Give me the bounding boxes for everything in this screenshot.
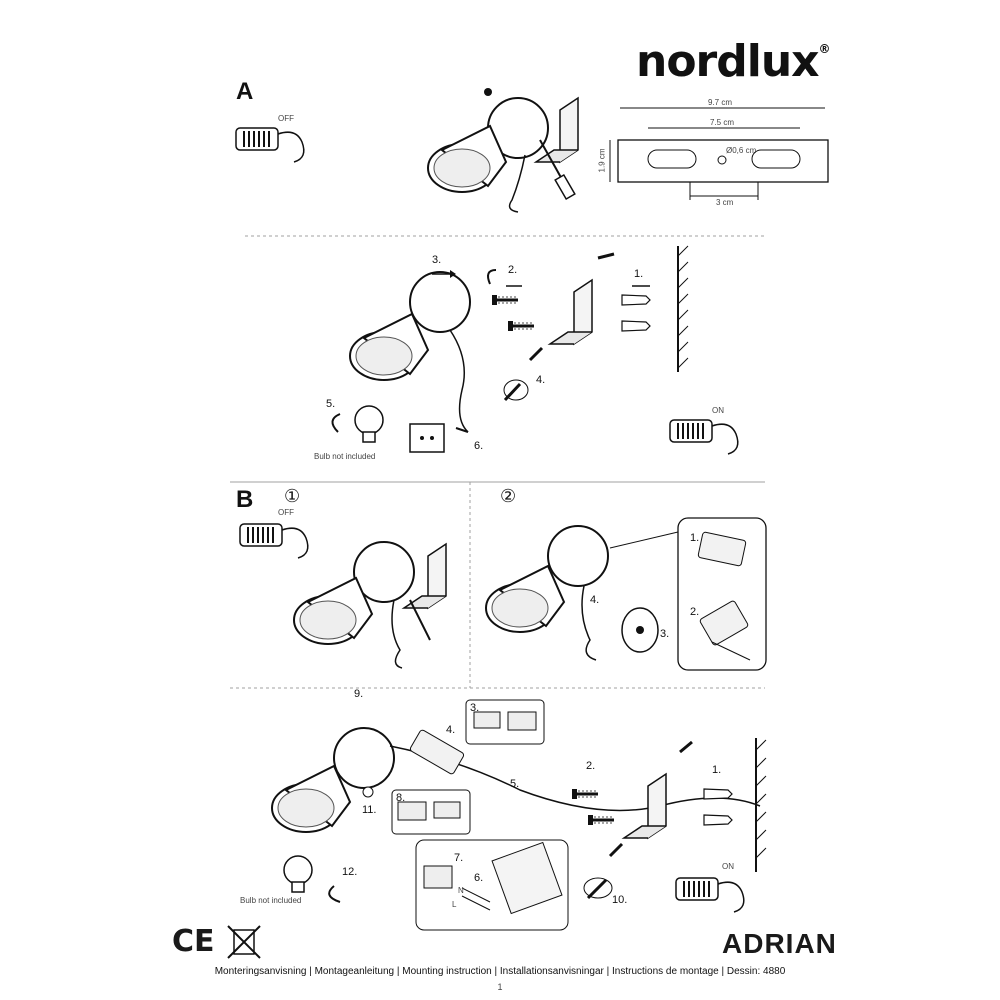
a-lamp	[427, 88, 549, 213]
dim-center: 3 cm	[716, 198, 734, 207]
a-step-2: 2.	[508, 264, 518, 276]
a-step-3: 3.	[432, 254, 442, 266]
dim-total-width: 9.7 cm	[708, 98, 733, 107]
dim-slot-span: 7.5 cm	[710, 118, 735, 127]
b-step-2: 2.	[586, 760, 596, 772]
b-step-8: 8.	[396, 792, 406, 804]
registered-mark: ®	[818, 42, 831, 56]
b1-switch-off	[239, 523, 309, 559]
b-wall	[755, 738, 767, 872]
b-bracket-mount	[623, 773, 667, 839]
b-step-7: 7.	[454, 852, 464, 864]
a-on-label: ON	[712, 406, 724, 415]
section-b-label: B	[236, 486, 254, 513]
a-bracket-mount	[549, 279, 593, 345]
product-name: ADRIAN	[722, 928, 837, 959]
a-dowels	[621, 294, 651, 332]
b-detail-3	[465, 699, 545, 745]
footer-languages: Monteringsanvisning | Montageanleitung |…	[214, 966, 786, 977]
b1-screwdriver	[409, 599, 431, 641]
b-step-6: 6.	[474, 872, 484, 884]
a-arrows	[432, 269, 650, 287]
b-detail-8	[391, 789, 471, 835]
b-on-label: ON	[722, 862, 734, 871]
a-wall	[677, 245, 689, 372]
b-screws	[570, 740, 693, 858]
b-off-label: OFF	[278, 508, 294, 517]
a-step-6: 6.	[474, 440, 484, 452]
a-step-5: 5.	[326, 398, 336, 410]
a-bulb	[331, 405, 384, 443]
a-switch-off	[235, 127, 305, 163]
a-screws	[490, 252, 615, 362]
section-b-step1: ①	[284, 486, 301, 506]
a-plug-cord	[455, 427, 469, 433]
a-off-label: OFF	[278, 114, 294, 123]
b-detail-wiring	[415, 839, 569, 931]
brand-logo: nordlux®	[636, 36, 831, 87]
section-a-label: A	[236, 78, 254, 105]
a-switch-on	[669, 419, 739, 455]
b-step-12: 12.	[342, 866, 358, 878]
b-step-3: 3.	[470, 702, 480, 714]
a-step-1: 1.	[634, 268, 644, 280]
b-screwdriver	[583, 877, 613, 900]
a-bulb-note: Bulb not included	[314, 452, 376, 461]
b-step-5: 5.	[510, 778, 520, 790]
b-terminal	[409, 729, 465, 775]
page-number: 1	[497, 982, 503, 992]
a-screwdriver	[539, 139, 576, 201]
b-step-10: 10.	[612, 894, 628, 906]
wire-l-label: L	[452, 900, 457, 909]
ce-mark: CE	[172, 924, 215, 959]
wire-n-label: N	[458, 886, 464, 895]
brand-name: nordlux	[636, 36, 820, 87]
b2-step-1: 1.	[690, 532, 700, 544]
section-b-step2: ②	[500, 486, 517, 506]
b-switch-on	[675, 877, 745, 913]
b-step-9: 9.	[354, 688, 364, 700]
b1-lamp	[293, 541, 415, 669]
a-socket	[409, 423, 445, 453]
dim-height: 1.9 cm	[597, 148, 607, 173]
b-dowels	[703, 788, 733, 826]
bracket-dimension-drawing	[609, 107, 829, 200]
b2-lamp	[485, 525, 609, 661]
b-step-1: 1.	[712, 764, 722, 776]
b2-step-3: 3.	[660, 628, 670, 640]
b-bulb	[283, 855, 341, 903]
b-bulb-note: Bulb not included	[240, 896, 302, 905]
b-step-4: 4.	[446, 724, 456, 736]
b2-step-2: 2.	[690, 606, 700, 618]
dim-hole: Ø0,6 cm	[726, 146, 757, 155]
b2-backplate	[621, 607, 659, 653]
b-lamp-mounted	[271, 727, 395, 833]
a-screwdriver-2	[503, 379, 529, 402]
a-lamp-mounted	[349, 271, 471, 433]
a-step-4: 4.	[536, 374, 546, 386]
weee-icon	[227, 925, 261, 959]
b2-detail-box	[609, 517, 767, 671]
b-step-11: 11.	[362, 804, 377, 816]
b2-step-4: 4.	[590, 594, 600, 606]
